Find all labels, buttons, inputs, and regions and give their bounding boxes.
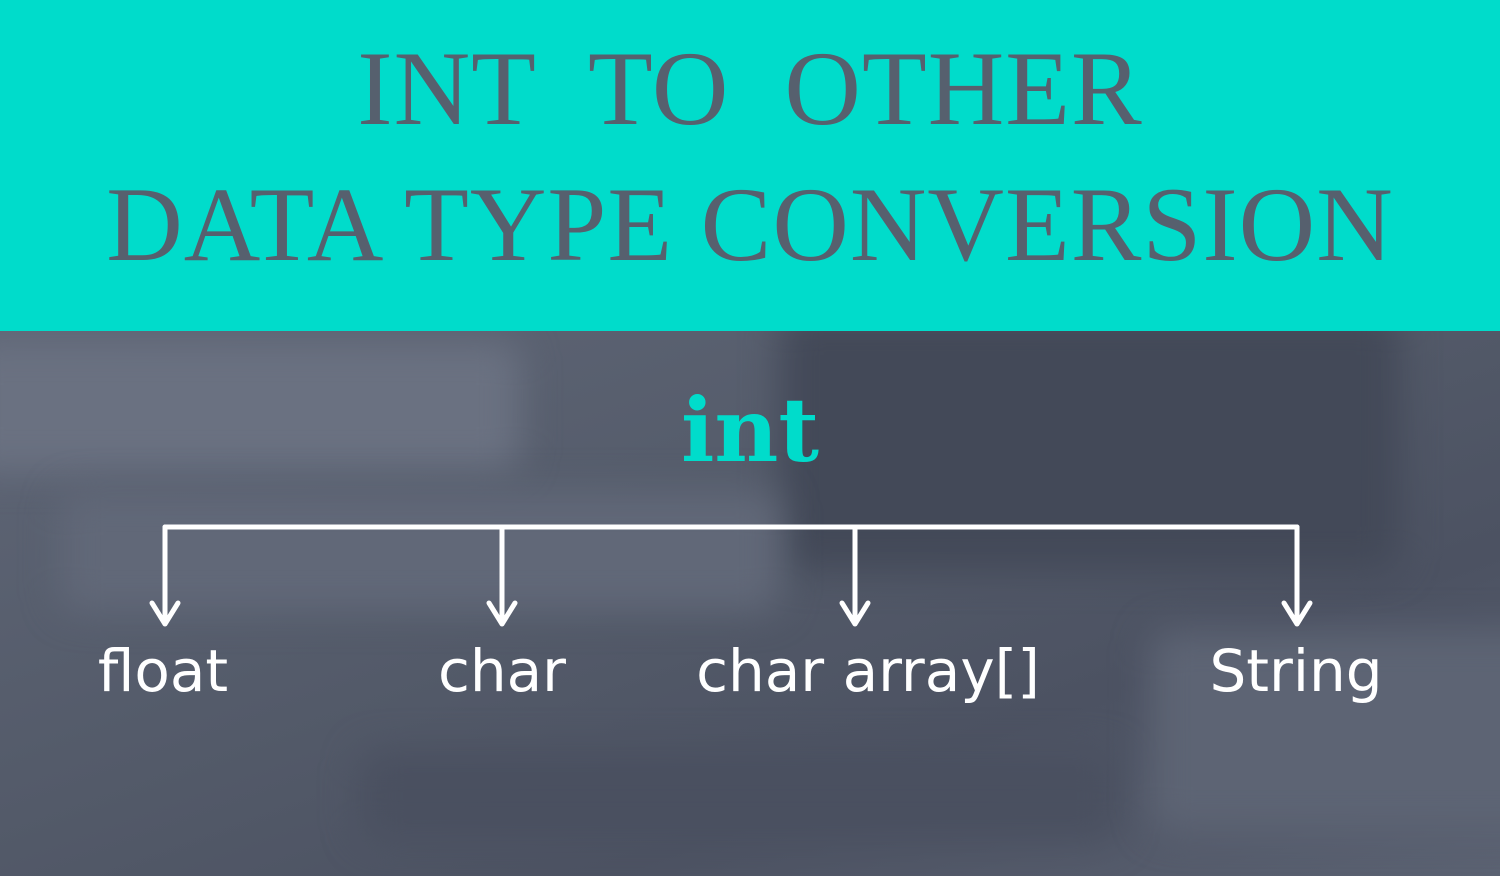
blur-shape-1 [0,341,520,471]
arrowhead-char-array [839,600,871,627]
blur-shape-5 [1150,631,1500,831]
target-char: char [437,637,567,705]
title-banner: INT TO OTHER DATA TYPE CONVERSION [0,0,1500,331]
target-char-array: char array[] [696,637,1040,705]
arrowhead-char [486,600,518,627]
title-line-2: DATA TYPE CONVERSION [106,166,1394,283]
root-type-int: int [680,378,820,482]
blur-shape-4 [360,751,1120,841]
arrowhead-float [149,600,181,627]
background-photo [0,331,1500,876]
target-float: float [97,637,229,705]
target-string: String [1209,637,1383,705]
blur-shape-3 [60,491,780,611]
title-line-1: INT TO OTHER [357,30,1143,147]
arrowhead-string [1281,600,1313,627]
